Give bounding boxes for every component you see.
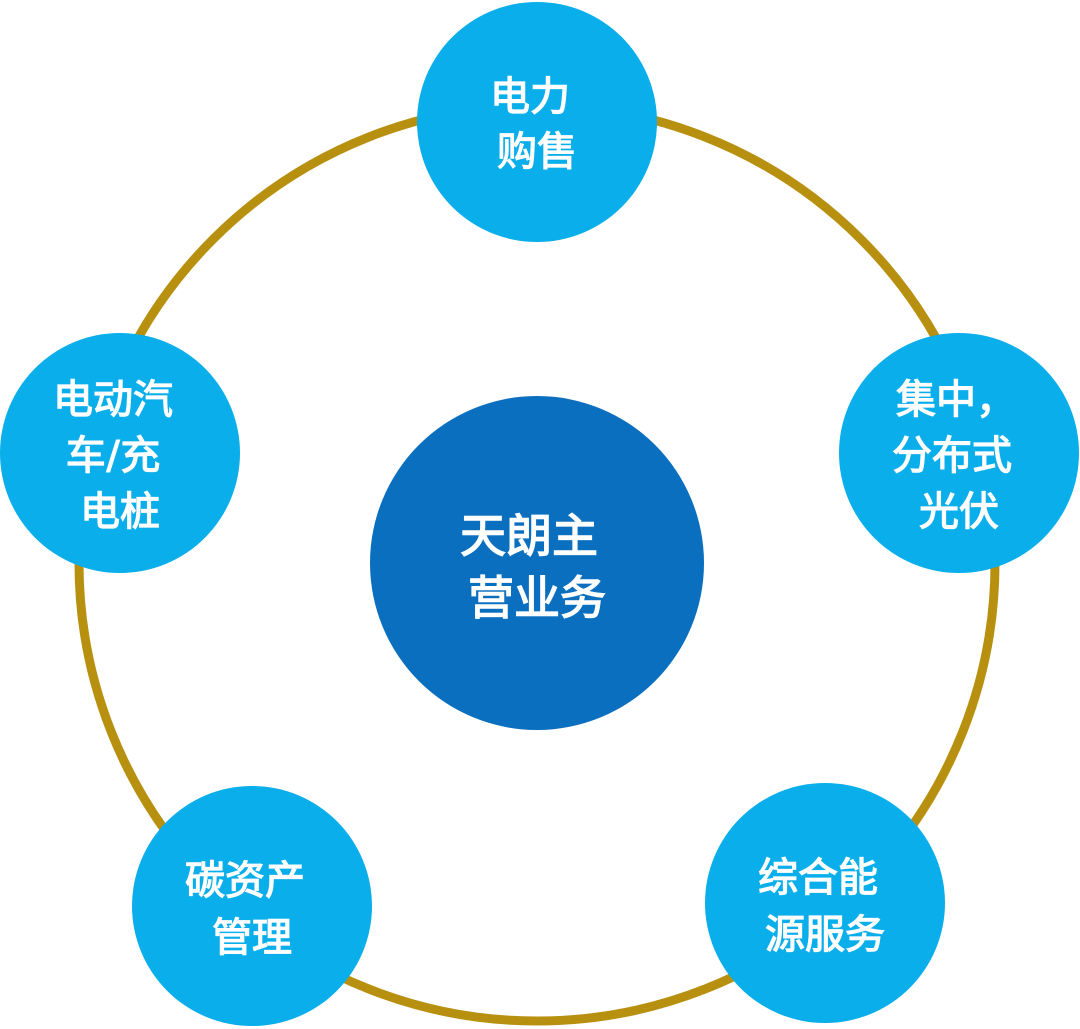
- center-node-circle: [370, 396, 704, 730]
- node-carbon-asset-management: 碳资产 管理: [132, 786, 372, 1026]
- node-label: 碳资产 管理: [185, 858, 319, 961]
- center-label-line-1: 天朗主: [460, 509, 598, 563]
- center-node-label: 天朗主 营业务: [460, 509, 614, 625]
- node-label: 电力 购售: [490, 74, 584, 175]
- node-circle: [839, 333, 1079, 573]
- node-label-line: 源服务: [765, 912, 885, 958]
- node-label-line: 电力: [490, 74, 570, 120]
- node-label-line: 管理: [212, 915, 292, 961]
- node-label-line: 综合能: [758, 855, 878, 901]
- center-label-line-2: 营业务: [468, 571, 606, 625]
- node-label: 电动汽 车/充 电桩: [53, 377, 187, 535]
- node-label-line: 电动汽: [53, 377, 173, 423]
- node-label-line: 碳资产: [185, 858, 305, 904]
- node-label-line: 光伏: [919, 489, 999, 535]
- node-integrated-energy-services: 综合能 源服务: [705, 783, 945, 1023]
- node-label: 集中， 分布式 光伏: [892, 377, 1030, 535]
- center-node: 天朗主 营业务: [370, 396, 704, 730]
- node-circle: [0, 333, 240, 573]
- node-label-line: 购售: [497, 129, 577, 175]
- node-label-line: 分布式: [892, 433, 1012, 479]
- node-distributed-pv: 集中， 分布式 光伏: [839, 333, 1079, 573]
- node-circle: [132, 786, 372, 1026]
- node-label-line: 电桩: [80, 489, 160, 535]
- node-label-line: 集中，: [895, 377, 1016, 423]
- node-label: 综合能 源服务: [758, 855, 892, 958]
- node-label-line: 车/充: [66, 433, 161, 479]
- node-electricity-sales: 电力 购售: [417, 2, 657, 242]
- node-circle: [705, 783, 945, 1023]
- node-ev-charging: 电动汽 车/充 电桩: [0, 333, 240, 573]
- node-circle: [417, 2, 657, 242]
